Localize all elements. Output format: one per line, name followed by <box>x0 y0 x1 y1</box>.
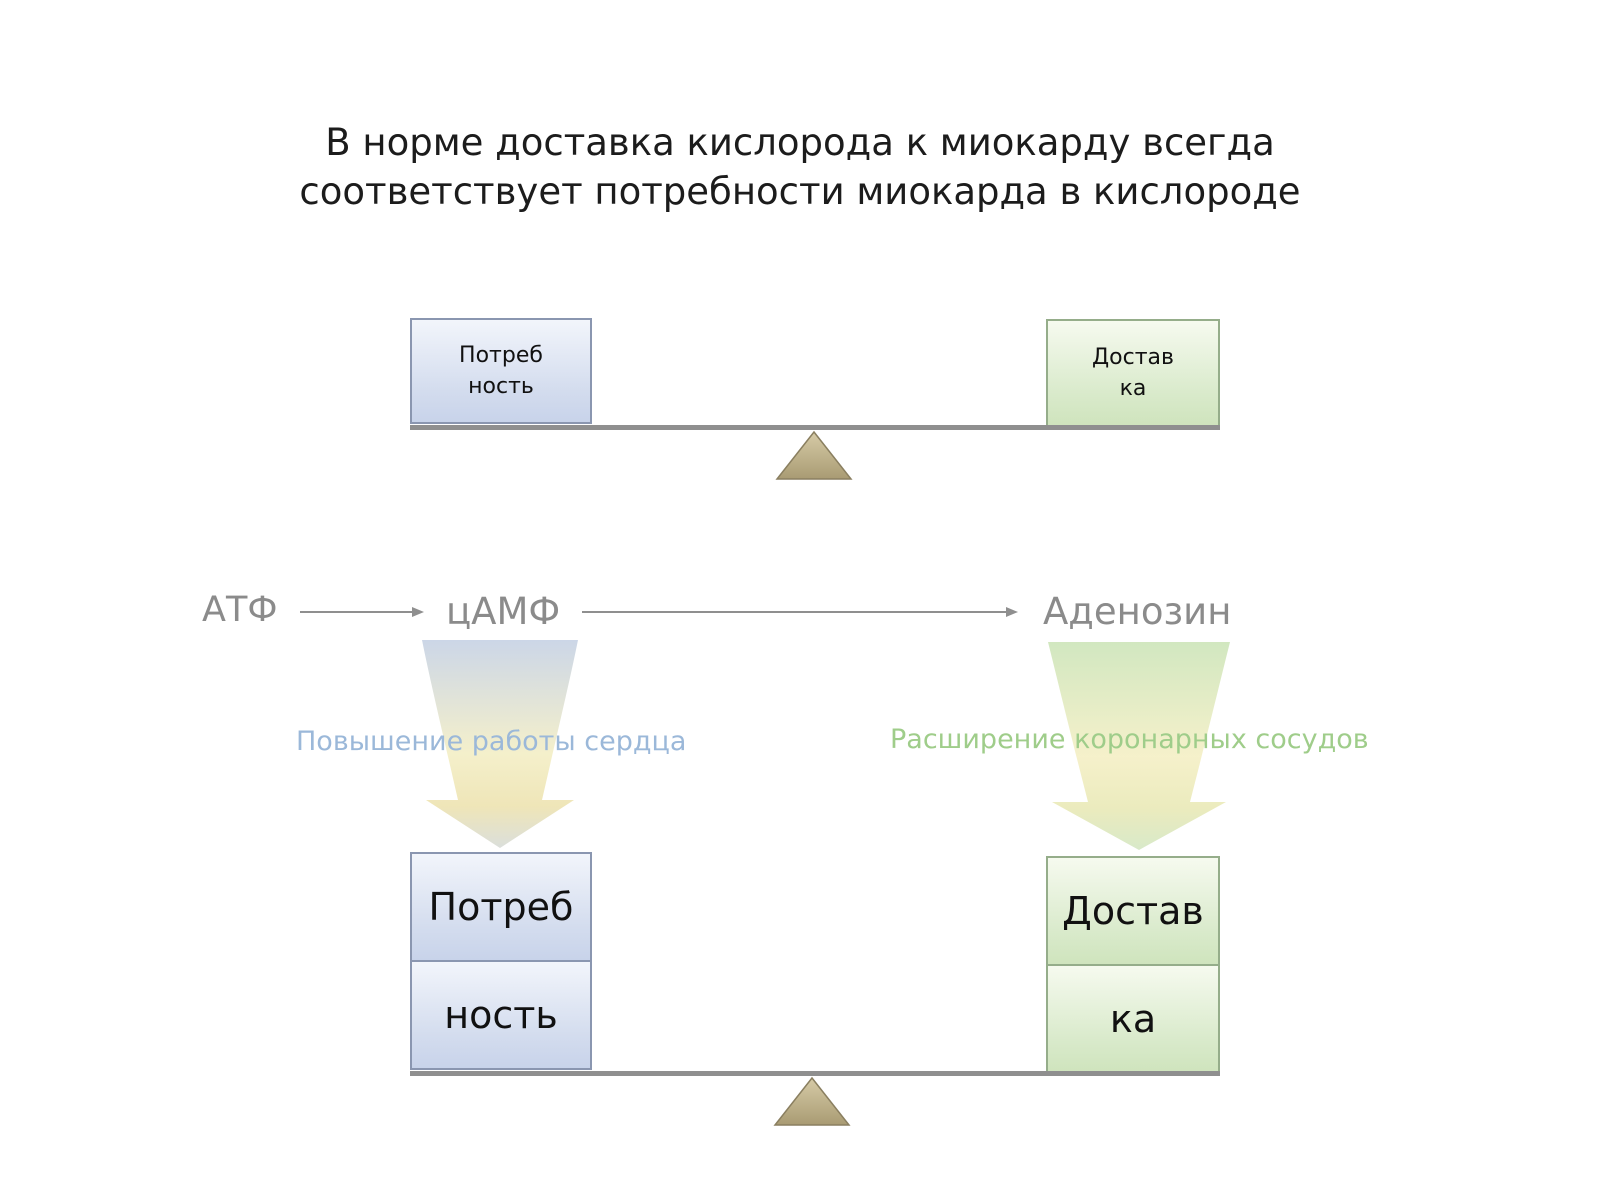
arrow-right-icon <box>300 607 424 617</box>
top-supply-label-line2: ка <box>1119 376 1147 401</box>
top-supply-label-line1: Достав <box>1091 345 1174 370</box>
effect-right-label: Расширение коронарных сосудов <box>890 724 1369 755</box>
page-title: В норме доставка кислорода к миокарду вс… <box>0 118 1600 216</box>
down-arrow-right-icon <box>1048 642 1230 850</box>
bottom-demand-bottom-box: ность <box>410 960 592 1070</box>
bottom-fulcrum-icon <box>773 1076 851 1126</box>
title-line-1: В норме доставка кислорода к миокарду вс… <box>325 121 1275 164</box>
top-scale-beam <box>410 425 1220 430</box>
title-line-2: соответствует потребности миокарда в кис… <box>299 170 1301 213</box>
effect-left-label: Повышение работы сердца <box>296 726 687 757</box>
bottom-demand-top-box: Потреб <box>410 852 592 962</box>
bottom-demand-bottom-label: ность <box>444 993 558 1037</box>
top-fulcrum-icon <box>775 430 853 480</box>
arrow-right-icon <box>582 607 1018 617</box>
bottom-supply-top-box: Достав <box>1046 856 1220 966</box>
top-demand-label-line2: ность <box>468 374 534 399</box>
top-demand-box: Потреб ность <box>410 318 592 424</box>
top-supply-box: Достав ка <box>1046 319 1220 427</box>
adenosine-label: Аденозин <box>1043 590 1232 633</box>
bottom-supply-bottom-label: ка <box>1109 997 1157 1041</box>
top-demand-label-line1: Потреб <box>459 343 543 368</box>
bottom-scale-beam <box>410 1071 1220 1076</box>
bottom-supply-top-label: Достав <box>1062 889 1204 933</box>
down-arrow-left-icon <box>422 640 578 848</box>
bottom-supply-bottom-box: ка <box>1046 964 1220 1074</box>
atp-label: АТФ <box>202 590 278 630</box>
bottom-demand-top-label: Потреб <box>428 885 574 929</box>
camp-label: цАМФ <box>446 590 561 633</box>
